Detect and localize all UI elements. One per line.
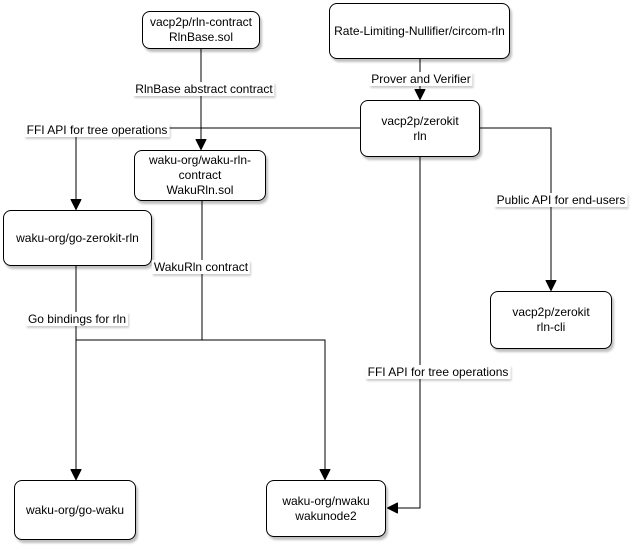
edge-label-rlnbase-abstract-contract: RlnBase abstract contract — [133, 82, 275, 96]
edge-label-wakurln-contract: WakuRln contract — [151, 260, 251, 274]
edge-wakurln-to-nwaku — [201, 201, 331, 480]
node-go-waku: waku-org/go-waku — [14, 480, 136, 540]
edge-label-ffi-api-tree-operations-right: FFI API for tree operations — [365, 365, 511, 379]
edge-label-ffi-api-tree-operations-left: FFI API for tree operations — [24, 123, 170, 137]
node-zerokit-rln-cli: vacp2p/zerokit rln-cli — [490, 291, 612, 349]
edge-label-prover-and-verifier: Prover and Verifier — [369, 72, 473, 86]
node-nwaku: waku-org/nwaku wakunode2 — [266, 480, 386, 537]
node-circom-rln: Rate-Limiting-Nullifier/circom-rln — [329, 3, 510, 59]
node-rln-contract: vacp2p/rln-contract RlnBase.sol — [142, 11, 260, 49]
edge-zerokit-to-nwaku — [387, 157, 421, 514]
node-waku-rln-contract: waku-org/waku-rln- contract WakuRln.sol — [134, 150, 266, 201]
edge-zerokit-to-rln-cli — [480, 127, 557, 291]
edge-label-go-bindings-for-rln: Go bindings for rln — [25, 312, 129, 326]
node-zerokit-rln: vacp2p/zerokit rln — [360, 100, 480, 157]
edge-label-public-api-end-users: Public API for end-users — [494, 193, 628, 207]
node-go-zerokit-rln: waku-org/go-zerokit-rln — [3, 210, 152, 266]
